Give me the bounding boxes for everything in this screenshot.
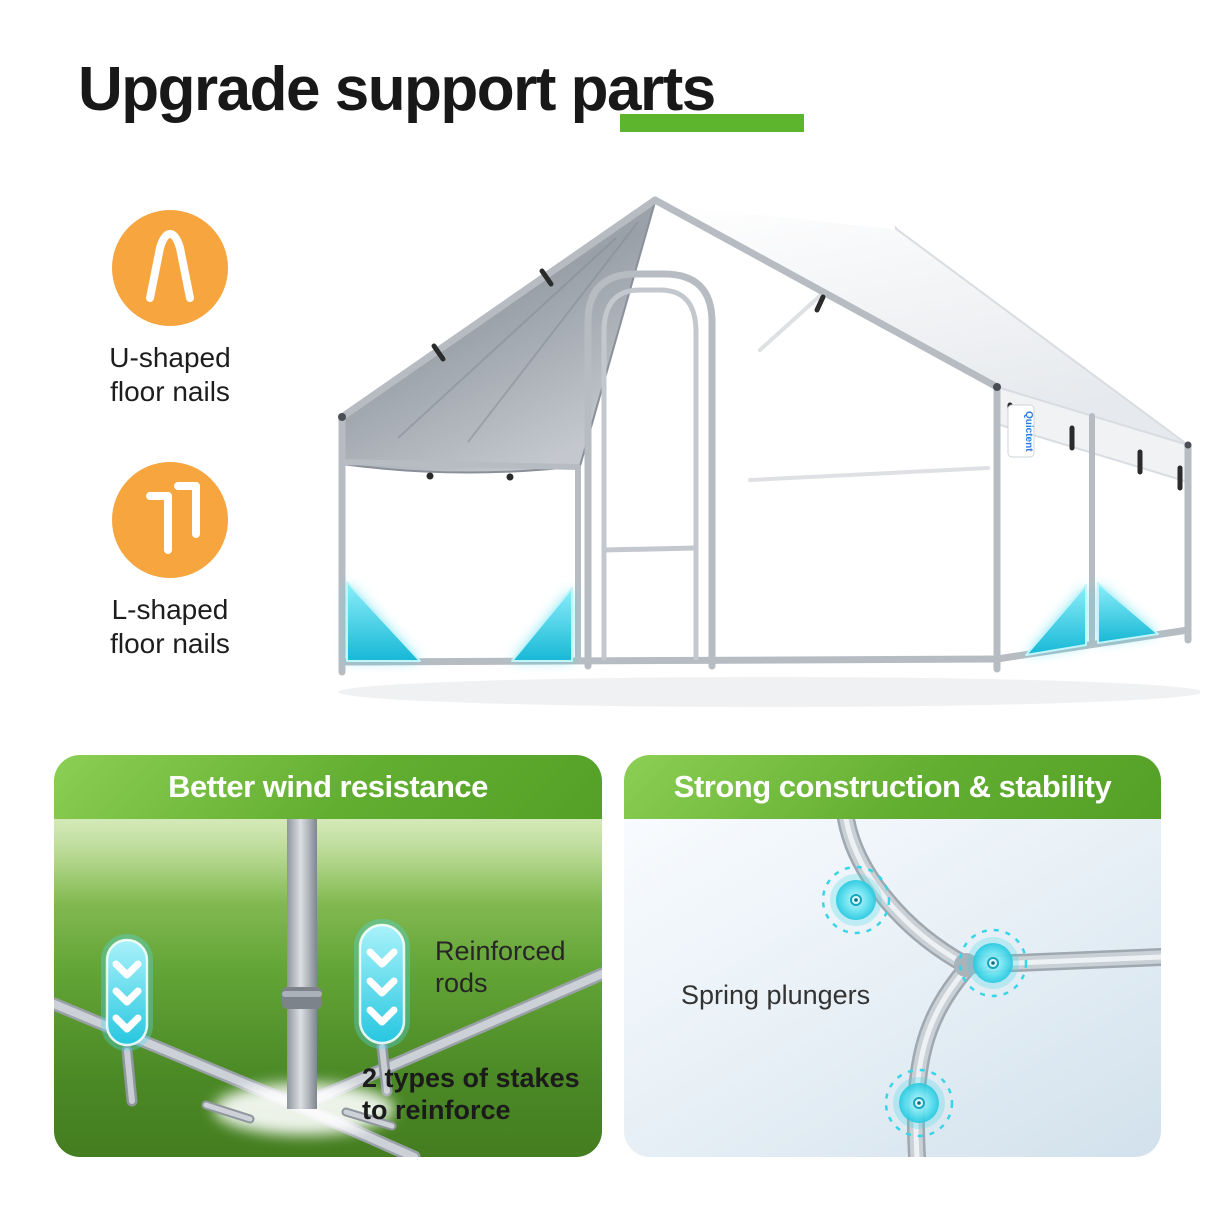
- reinforced-rods-label: Reinforced rods: [435, 935, 566, 1000]
- corner-pole: [282, 819, 322, 1109]
- stakes-line2: to reinforce: [362, 1095, 511, 1126]
- page-title: Upgrade support parts: [78, 55, 716, 124]
- reinforced-rods-line2: rods: [435, 968, 488, 999]
- tarp-fold-lines: [397, 221, 639, 443]
- panel-construction-stability: Strong construction & stability: [624, 755, 1161, 1157]
- l-nail-label-line1: L-shaped: [111, 594, 229, 625]
- spring-plungers-label: Spring plungers: [681, 980, 871, 1010]
- corner-brace-highlights: [346, 581, 1159, 662]
- brand-tag: Quictent: [1007, 404, 1035, 458]
- u-nail-label-line1: U-shaped: [109, 342, 231, 373]
- spring-plunger-3: [884, 1068, 954, 1138]
- coop-tent-svg: Quictent: [338, 196, 1202, 707]
- panel-wind-resistance-body: Reinforced rods 2 types of stakes to rei…: [54, 819, 602, 1157]
- roof-ridge-highlight: [654, 200, 896, 230]
- coop-illustration: Quictent: [320, 180, 1202, 710]
- l-nail-icon: [146, 482, 200, 554]
- construction-illustration: [821, 819, 1161, 1157]
- corner-fittings: [338, 383, 1192, 449]
- ground-shadow: [338, 677, 1202, 707]
- ground-stakes: [201, 1100, 397, 1131]
- feature-l-shaped-nails: L-shaped floor nails: [55, 462, 285, 661]
- l-nail-label: L-shaped floor nails: [55, 593, 285, 661]
- stakes-line1: 2 types of stakes: [362, 1063, 580, 1093]
- u-nail-badge: [112, 210, 228, 326]
- l-nail-badge: [112, 462, 228, 578]
- canopy-roof: [654, 201, 1189, 446]
- tarp-ties: [426, 472, 514, 481]
- wind-resistance-illustration: [54, 819, 602, 1157]
- spring-plunger-1: [821, 865, 891, 935]
- stakes-label: 2 types of stakes to reinforce: [362, 1062, 580, 1127]
- grass-haze: [54, 819, 602, 904]
- reinforced-rods: [121, 1041, 393, 1107]
- shade-tarp: [341, 199, 657, 474]
- spring-plunger-2: [958, 928, 1028, 998]
- down-arrow-icon-right: [354, 919, 410, 1049]
- down-arrow-icon-left: [101, 934, 153, 1051]
- panel-wind-resistance-header: Better wind resistance: [54, 755, 602, 819]
- panel-construction-header: Strong construction & stability: [624, 755, 1161, 819]
- feature-u-shaped-nails: U-shaped floor nails: [55, 210, 285, 409]
- l-nail-label-line2: floor nails: [110, 628, 230, 660]
- u-nail-label-line2: floor nails: [110, 376, 230, 408]
- panel-wind-resistance: Better wind resistance: [54, 755, 602, 1157]
- u-nail-label: U-shaped floor nails: [55, 341, 285, 409]
- metal-frame: [338, 196, 1192, 676]
- light-blue-background: [624, 819, 1161, 1157]
- reinforced-rods-line1: Reinforced: [435, 936, 566, 966]
- title-accent-bar: [620, 114, 804, 132]
- brand-tag-text: Quictent: [1023, 411, 1034, 452]
- frame-tubes: [837, 819, 1161, 1157]
- panel-construction-body: Spring plungers: [624, 819, 1161, 1157]
- door-frame: [584, 270, 716, 670]
- spring-plunger-highlights: [821, 865, 1028, 1138]
- u-nail-icon: [146, 229, 194, 302]
